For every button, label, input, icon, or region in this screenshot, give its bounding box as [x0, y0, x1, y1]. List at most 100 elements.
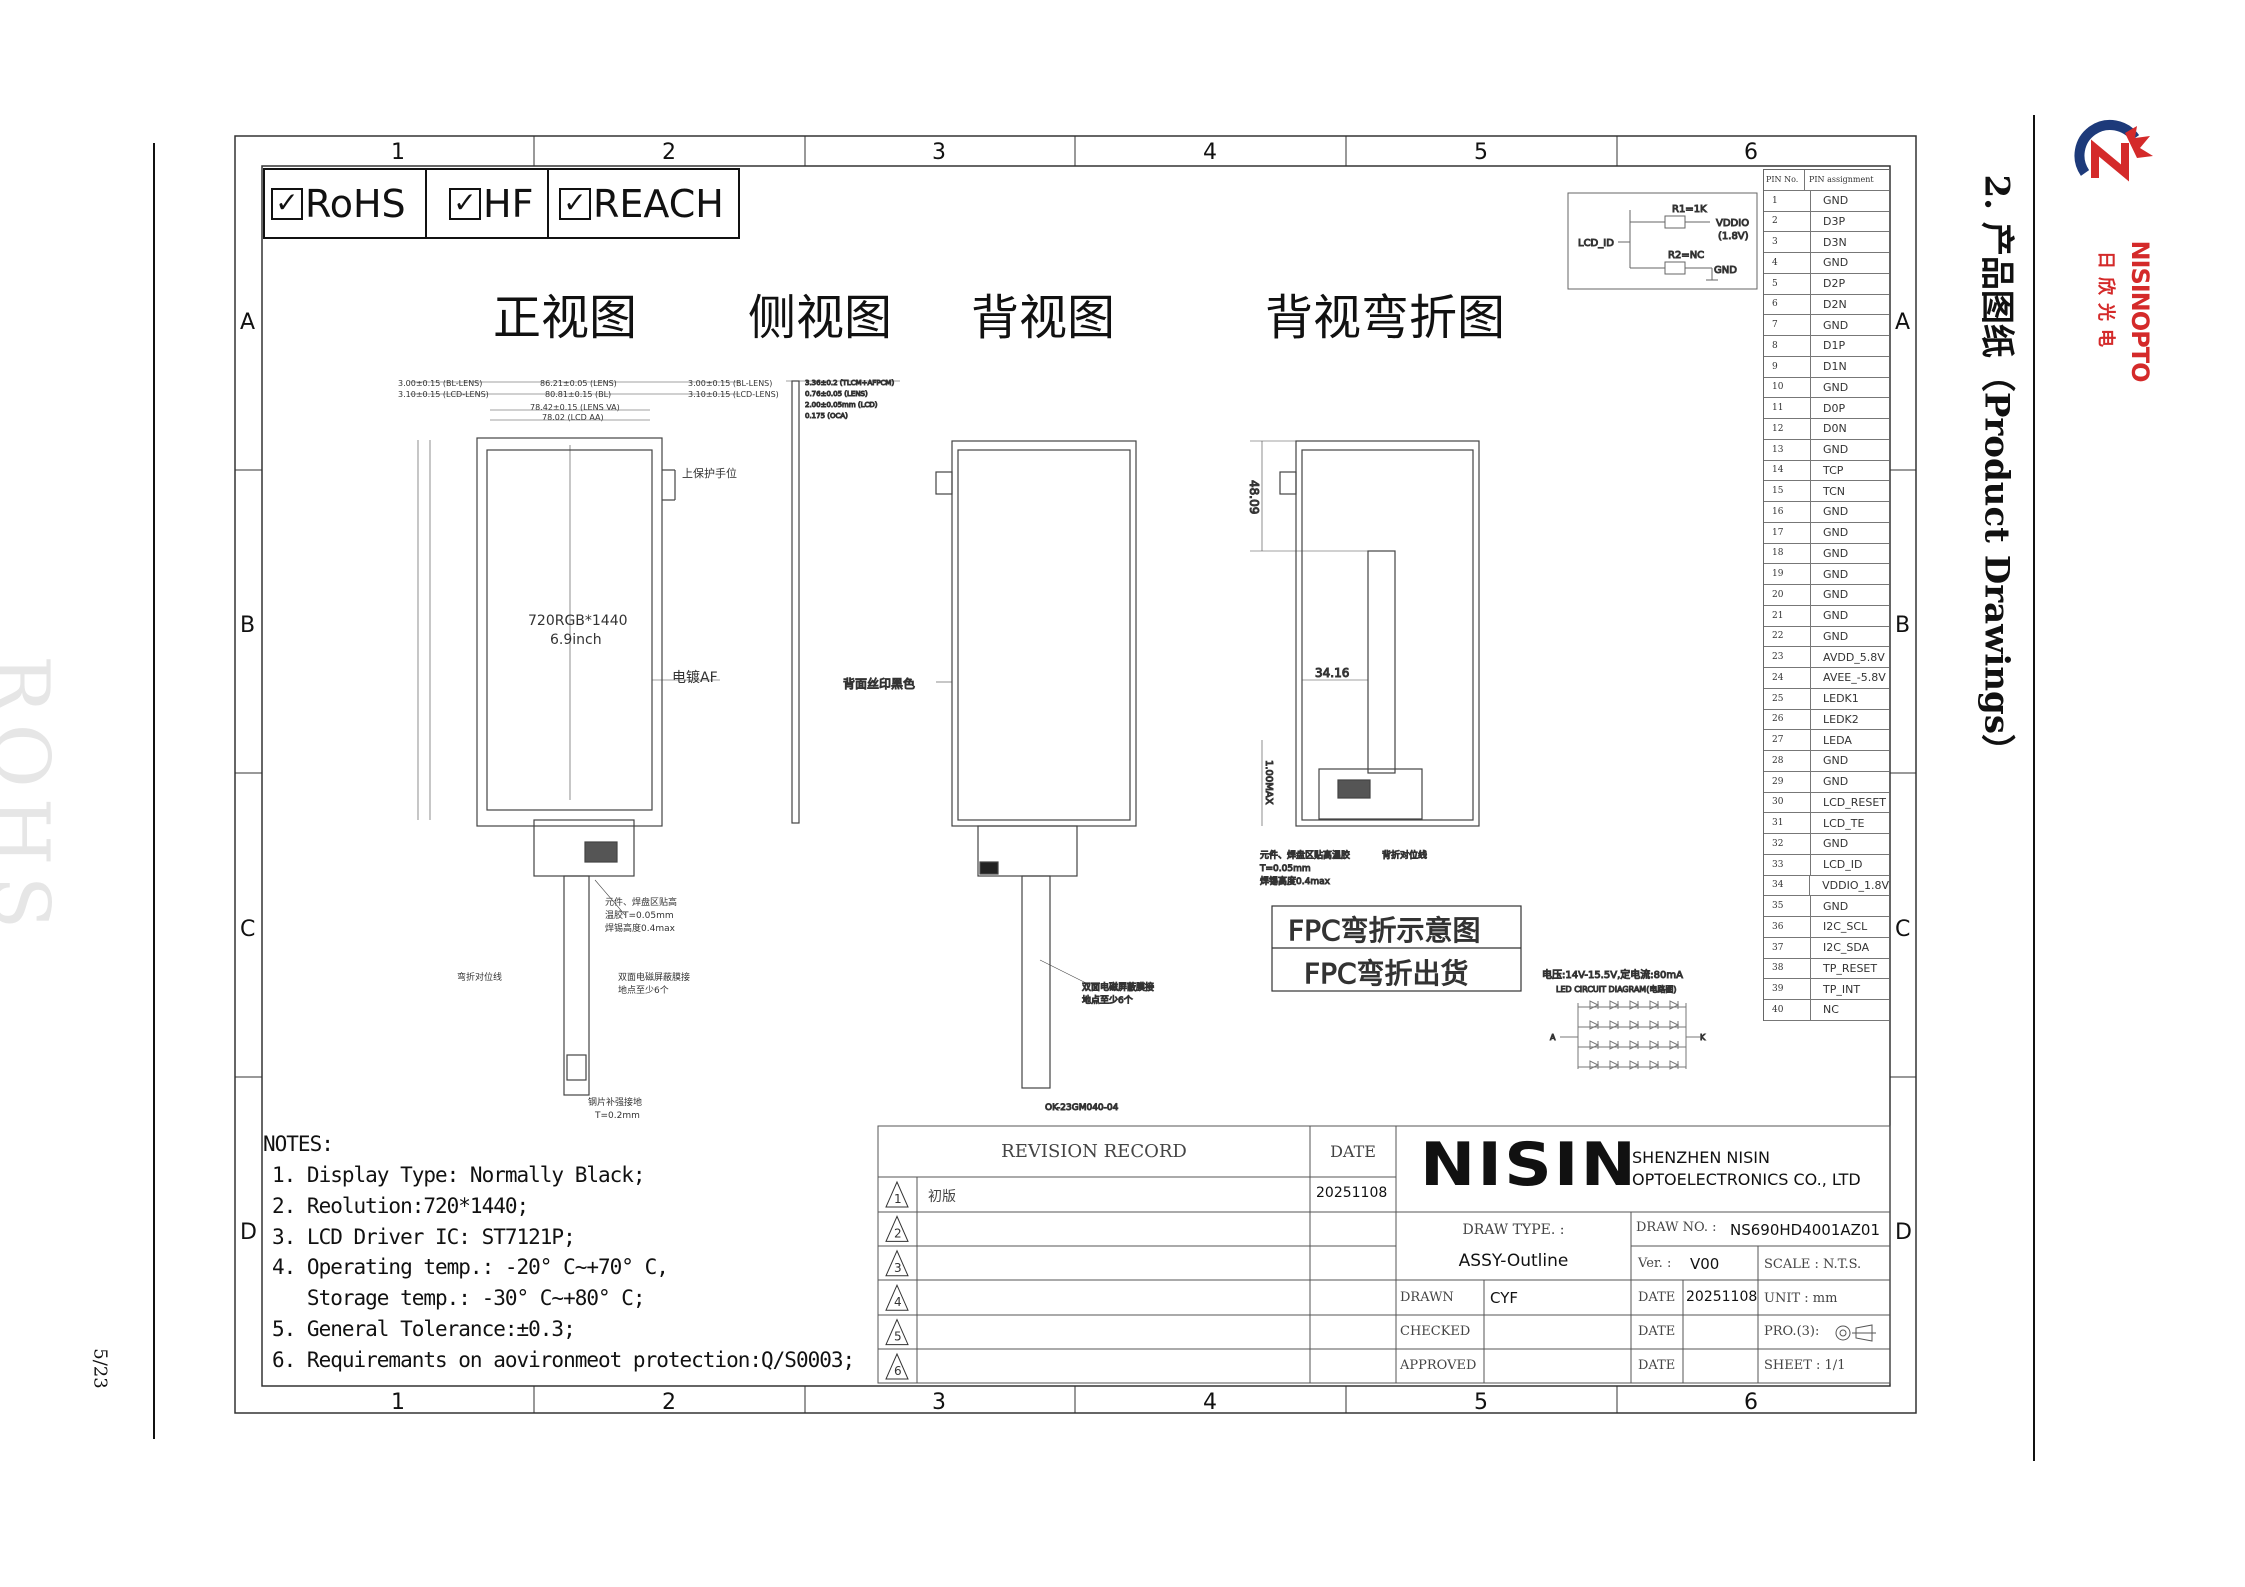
- dim-lcd-lens-right: 3.10±0.15 (LCD-LENS): [688, 390, 779, 399]
- pin-number: 17: [1764, 522, 1811, 543]
- bent-component-note-2: T=0.05mm: [1259, 864, 1311, 874]
- r1-label: R1=1K: [1672, 204, 1707, 215]
- pin-assignment: AVDD_5.8V: [1823, 650, 1885, 664]
- zone-column-label: 6: [1744, 1390, 1758, 1415]
- zone-column-label: 1: [391, 1390, 405, 1415]
- checkbox-checked-icon: ✓: [449, 187, 481, 220]
- title-front-view: 正视图: [493, 290, 638, 346]
- zone-column-label: 2: [662, 140, 676, 165]
- dim-bl-lens-left: 3.00±0.15 (BL-LENS): [398, 379, 482, 388]
- pin-number: 6: [1764, 294, 1811, 315]
- pin-assignment: D0N: [1823, 422, 1847, 436]
- led-diode-icon: [1649, 1060, 1660, 1070]
- zone-column-label: 5: [1474, 1390, 1488, 1415]
- revision-triangle-icon: [885, 1318, 909, 1346]
- notes-title: NOTES:: [263, 1132, 334, 1156]
- pin-number: 13: [1764, 439, 1811, 460]
- pin-number: 39: [1764, 979, 1811, 999]
- pin-assignment: GND: [1823, 754, 1849, 768]
- pin-assignment: GND: [1823, 588, 1849, 602]
- note-item: 4. Operating temp.: -20° C~+70° C,: [272, 1255, 669, 1280]
- pin-number: 9: [1764, 356, 1811, 377]
- dim-bl-lens-right: 3.00±0.15 (BL-LENS): [688, 379, 772, 388]
- zone-row-label: A: [1895, 310, 1911, 335]
- scale-label: SCALE : N.T.S.: [1764, 1257, 1862, 1272]
- revision-number: 2: [894, 1226, 902, 1240]
- pin-number: 16: [1764, 502, 1811, 522]
- pin-row: 16 GND: [1764, 502, 1889, 523]
- note-item: Storage temp.: -30° C~+80° C;: [272, 1286, 646, 1311]
- pin-number: 14: [1764, 460, 1811, 481]
- zone-column-label: 6: [1744, 140, 1758, 165]
- back-bent-view-drawing: [1250, 440, 1480, 827]
- anode-label: A: [1550, 1033, 1556, 1042]
- revision-triangle-icon: [885, 1283, 909, 1311]
- fpc-bend-shipping-label: FPC弯折出货: [1304, 957, 1469, 990]
- zone-dividers: [235, 136, 1916, 1413]
- pin-assignment: GND: [1823, 629, 1849, 643]
- pin-assignment: LEDA: [1823, 733, 1852, 747]
- dim-lens-va: 78.42±0.15 (LENS VA): [530, 403, 620, 412]
- revision-number: 1: [894, 1192, 902, 1206]
- pin-number: 38: [1764, 958, 1811, 979]
- back-shield-note-1: 双面电磁屏蔽膜接: [1082, 981, 1154, 993]
- zone-row-label: D: [1895, 1220, 1912, 1245]
- zone-column-label: 2: [662, 1390, 676, 1415]
- bent-component-note-1: 元件、焊盘区贴高温胶: [1260, 849, 1350, 861]
- dim-lcd-aa: 78.02 (LCD AA): [542, 413, 604, 422]
- shield-note-2: 地点至少6个: [618, 984, 669, 996]
- led-diode-icon: [1589, 1020, 1600, 1030]
- led-diode-icon: [1629, 1020, 1640, 1030]
- stiffener-note-1: 钢片补强接地: [588, 1096, 642, 1108]
- led-circuit-labels: 电压:14V-15.5V,定电流:80mA LED CIRCUIT DIAGRA…: [1542, 968, 1707, 1043]
- component-note-3: 焊锡高度0.4max: [605, 922, 676, 934]
- dim-lens: 86.21±0.05 (LENS): [540, 379, 617, 388]
- cert-hf: ✓HF: [449, 170, 533, 237]
- pin-assignment: GND: [1823, 505, 1849, 519]
- company-name-line2: OPTOELECTRONICS CO., LTD: [1632, 1170, 1861, 1189]
- size-label: 6.9inch: [550, 632, 602, 648]
- checked-label: CHECKED: [1400, 1324, 1471, 1339]
- silkscreen-label: 背面丝印黑色: [843, 677, 915, 691]
- pin-assignment: D1N: [1823, 360, 1847, 374]
- resistor-r2-icon: [1664, 261, 1686, 275]
- dim-lcd-lens-left: 3.10±0.15 (LCD-LENS): [398, 390, 489, 399]
- pin-assignment: LCD_ID: [1823, 858, 1863, 872]
- fpc-bend-diagram-label: FPC弯折示意图: [1288, 914, 1481, 947]
- zone-row-label: D: [240, 1220, 257, 1245]
- pin-assignment: GND: [1823, 567, 1849, 581]
- led-diode-icon: [1649, 1020, 1660, 1030]
- pin-number: 4: [1764, 253, 1811, 273]
- revision-triangle-icon: [885, 1352, 909, 1380]
- zone-column-label: 4: [1203, 140, 1217, 165]
- title-back-view: 背视图: [971, 290, 1116, 346]
- left-margin-line: [153, 143, 155, 1439]
- revision-number: 5: [894, 1330, 902, 1344]
- pin-number: 7: [1764, 315, 1811, 335]
- pin-assignment: TCN: [1823, 484, 1845, 498]
- pin-number: 20: [1764, 585, 1811, 605]
- back-view-drawing: [935, 440, 1137, 1089]
- approved-label: APPROVED: [1400, 1358, 1477, 1373]
- resolution-label: 720RGB*1440: [528, 613, 628, 629]
- led-diode-icon: [1629, 1000, 1640, 1010]
- protect-tab-label: 上保护手位: [682, 466, 737, 480]
- revision-triangle-icon: [885, 1180, 909, 1208]
